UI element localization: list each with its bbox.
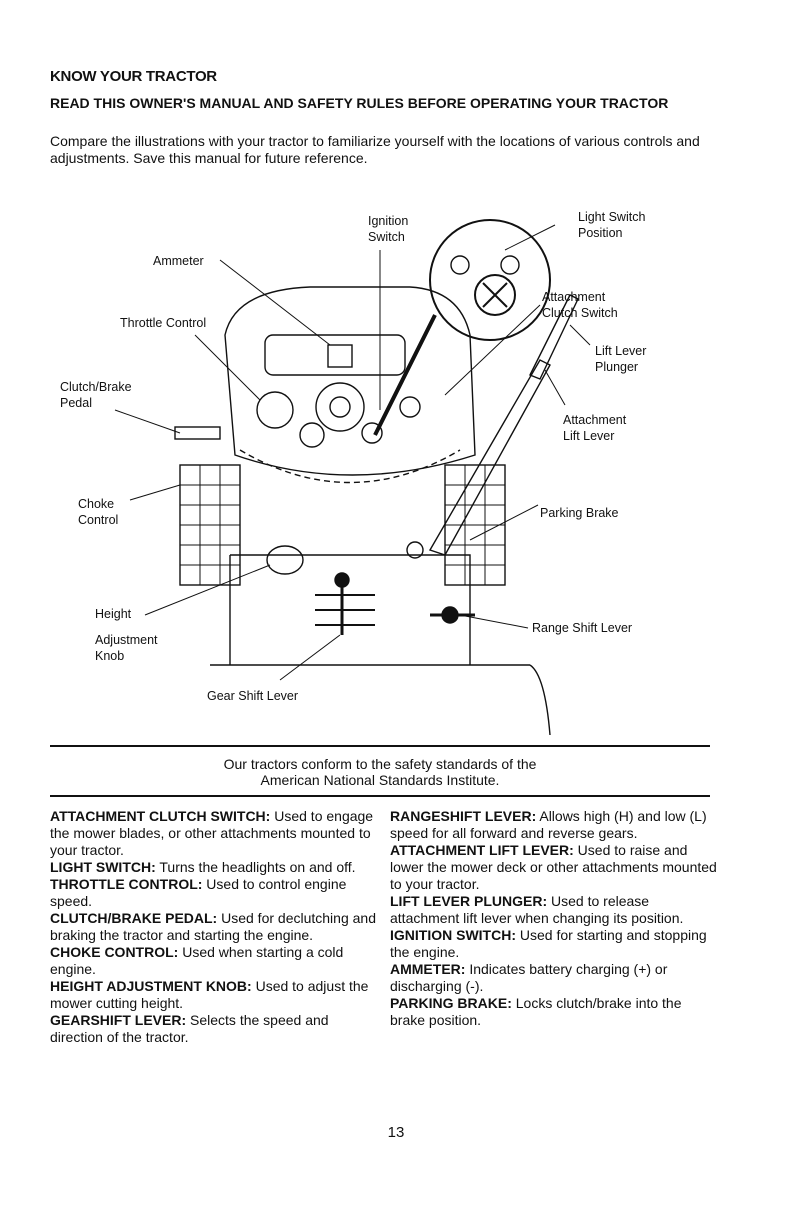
attachment-clutch-knob <box>399 396 421 418</box>
tractor-controls-diagram: Ignition Switch Light Switch Position Am… <box>50 195 750 740</box>
clutch-pedal <box>174 426 221 440</box>
ignition-key <box>361 422 383 444</box>
ammeter-gauge <box>327 344 353 368</box>
label-throttle: Throttle Control <box>120 316 206 330</box>
tractor-illustration: Ignition Switch Light Switch Position Am… <box>60 210 646 736</box>
label-ignition-line1: Ignition <box>368 214 408 228</box>
ansi-note-line1: Our tractors conform to the safety stand… <box>223 756 537 772</box>
label-height-line1: Height <box>95 607 132 621</box>
definition-item: GEARSHIFT LEVER: Selects the speed and d… <box>50 1012 329 1045</box>
dashboard-outline <box>224 286 476 476</box>
parking-brake-knob <box>406 541 424 559</box>
label-attachment-lift-line2: Lift Lever <box>563 429 614 443</box>
definition-item: PARKING BRAKE: Locks clutch/brake into t… <box>390 995 682 1028</box>
definition-item: CLUTCH/BRAKE PEDAL: Used for declutching… <box>50 910 376 943</box>
label-clutch-line1: Clutch/Brake <box>60 380 132 394</box>
definition-item: LIFT LEVER PLUNGER: Used to release atta… <box>390 893 684 926</box>
definition-item: RANGESHIFT LEVER: Allows high (H) and lo… <box>390 808 707 841</box>
safety-subtitle: READ THIS OWNER'S MANUAL AND SAFETY RULE… <box>50 95 669 111</box>
label-ignition-line2: Switch <box>368 230 405 244</box>
definition-item: HEIGHT ADJUSTMENT KNOB: Used to adjust t… <box>50 978 369 1011</box>
label-attachment-lift-line1: Attachment <box>563 413 627 427</box>
label-choke-line2: Control <box>78 513 118 527</box>
light-switch-detail <box>429 219 551 341</box>
label-height-line2: Adjustment <box>95 633 158 647</box>
divider-top <box>50 745 710 747</box>
lift-lever-plunger <box>529 294 579 380</box>
divider-bottom <box>50 795 710 797</box>
label-light-switch-line1: Light Switch <box>578 210 645 224</box>
ansi-note: Our tractors conform to the safety stand… <box>50 756 710 788</box>
label-parking-brake: Parking Brake <box>540 506 619 520</box>
section-title: KNOW YOUR TRACTOR <box>50 68 217 85</box>
definition-item: LIGHT SWITCH: Turns the headlights on an… <box>50 859 356 875</box>
definition-item: CHOKE CONTROL: Used when starting a cold… <box>50 944 344 977</box>
left-definitions: ATTACHMENT CLUTCH SWITCH: Used to engage… <box>50 808 380 1046</box>
dash-panel <box>264 334 406 376</box>
steering-column <box>315 382 365 432</box>
height-adjustment-knob <box>266 545 304 575</box>
page-number: 13 <box>387 1124 405 1141</box>
label-range-shift: Range Shift Lever <box>532 621 632 635</box>
label-attachment-clutch-line1: Attachment <box>542 290 606 304</box>
label-lift-plunger-line1: Lift Lever <box>595 344 646 358</box>
definition-item: AMMETER: Indicates battery charging (+) … <box>390 961 668 994</box>
label-height-line3: Knob <box>95 649 124 663</box>
definition-item: ATTACHMENT CLUTCH SWITCH: Used to engage… <box>50 808 374 858</box>
ansi-note-line2: American National Standards Institute. <box>260 772 500 788</box>
right-definitions: RANGESHIFT LEVER: Allows high (H) and lo… <box>390 808 720 1029</box>
attachment-lift-lever <box>428 359 551 556</box>
label-lift-plunger-line2: Plunger <box>595 360 638 374</box>
label-attachment-clutch-line2: Clutch Switch <box>542 306 618 320</box>
gear-shift-gate <box>315 594 375 626</box>
label-choke-line1: Choke <box>78 497 114 511</box>
definition-item: ATTACHMENT LIFT LEVER: Used to raise and… <box>390 842 717 892</box>
intro-paragraph: Compare the illustrations with your trac… <box>50 133 700 166</box>
throttle-knob <box>256 391 294 429</box>
label-ammeter: Ammeter <box>153 254 204 268</box>
label-light-switch-line2: Position <box>578 226 623 240</box>
label-gear-shift: Gear Shift Lever <box>207 689 298 703</box>
definition-item: THROTTLE CONTROL: Used to control engine… <box>50 876 347 909</box>
label-clutch-line2: Pedal <box>60 396 92 410</box>
definition-item: IGNITION SWITCH: Used for starting and s… <box>390 927 707 960</box>
